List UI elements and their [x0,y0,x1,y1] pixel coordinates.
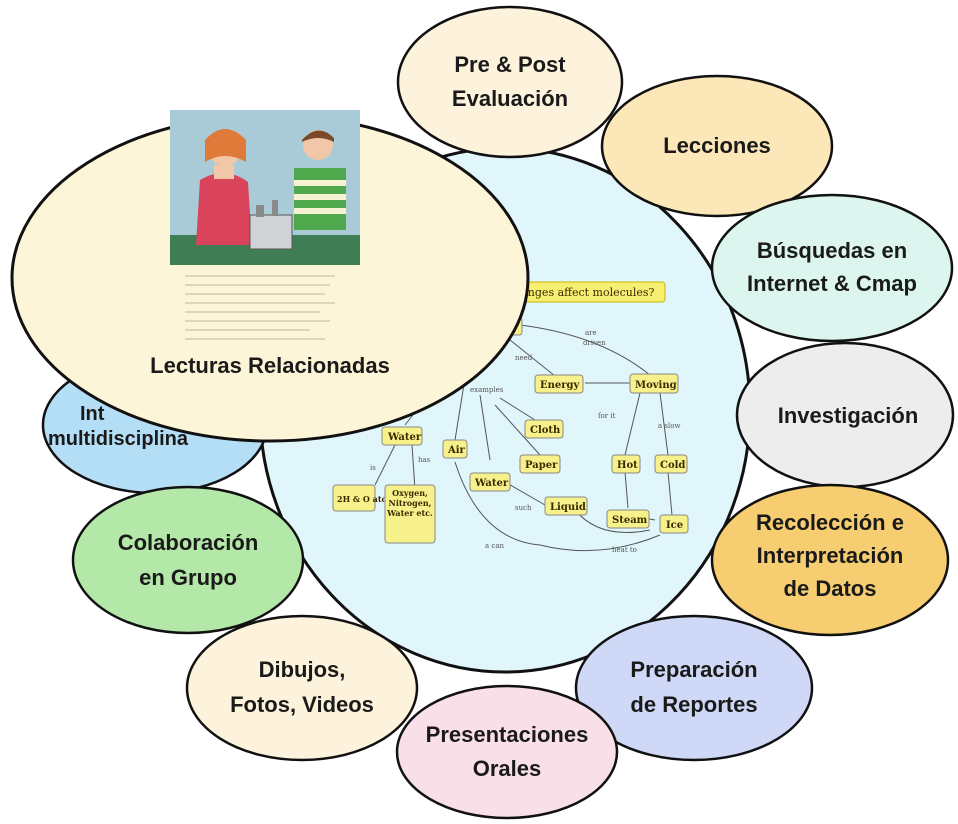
label-line-1: Búsquedas en [757,238,907,263]
link-word: a slow [658,422,680,430]
label-line-2: de Reportes [630,692,757,717]
node-paper: Paper [519,454,561,474]
node-energy: Energy [534,374,584,394]
label-line-1: Pre & Post [454,52,566,77]
svg-text:Water: Water [387,432,422,443]
link-word: has [418,456,431,464]
link-word: driven [583,339,606,347]
svg-text:Moving: Moving [635,380,677,391]
label-line-2: Interpretación [757,543,904,568]
label-line-2: Evaluación [452,86,568,111]
link-word: are [585,329,597,337]
node-cold: Cold [654,454,688,474]
node-water-mid: Water [469,472,511,492]
label-line-1: Dibujos, [259,657,346,682]
link-word: is [370,464,376,472]
node-hot: Hot [611,454,641,474]
link-word: examples [470,386,504,394]
node-h-o-atoms: 2H & O atoms [332,484,400,512]
link-word: need [515,354,533,362]
node-water-left: Water [381,426,423,446]
satellite-preparacion: Preparación de Reportes [574,614,814,762]
label-line-1: Lecturas Relacionadas [150,353,390,378]
concept-map: are driven need examples for it a slow i… [332,281,689,554]
label-line-1: Preparación [630,657,757,682]
label-line-1: Colaboración [118,530,259,555]
svg-text:Liquid: Liquid [550,502,586,513]
label-line-2: Orales [473,756,542,781]
svg-text:Paper: Paper [525,460,558,471]
satellite-lecturas: Lecturas Relacionadas [10,110,530,443]
node-liquid: Liquid [544,496,588,516]
svg-text:Steam: Steam [612,515,648,526]
satellite-dibujos: Dibujos, Fotos, Videos [185,614,419,762]
node-ice: Ice [659,514,689,534]
node-steam: Steam [606,509,650,529]
label-line-1: Recolección e [756,510,904,535]
label-line-2: Internet & Cmap [747,271,917,296]
svg-text:Air: Air [447,445,466,456]
link-word: heat to [612,546,637,554]
label-line-3: de Datos [784,576,877,601]
label-line-1: Investigación [778,403,919,428]
node-moving: Moving [629,373,679,394]
svg-text:changes affect molecules?: changes affect molecules? [508,286,655,299]
node-gases: Oxygen, Nitrogen, Water etc. [384,484,436,544]
svg-text:Hot: Hot [617,460,638,471]
label-line-2: en Grupo [139,565,237,590]
satellite-lecciones: Lecciones [600,74,834,218]
svg-text:Cold: Cold [660,460,685,471]
satellite-busquedas: Búsquedas en Internet & Cmap [710,193,954,343]
node-gases-label: Oxygen, Nitrogen, Water etc. [387,488,433,518]
svg-text:Water: Water [474,478,509,489]
label-line-1: Lecciones [663,133,771,158]
svg-text:Ice: Ice [666,520,683,531]
label-line-1: Presentaciones [426,722,589,747]
label-line-1: Int [80,403,105,425]
label-line-2: Fotos, Videos [230,692,374,717]
satellite-recoleccion: Recolección e Interpretación de Datos [710,483,950,637]
reading-text-lines [185,275,335,340]
node-cloth: Cloth [524,419,564,439]
satellite-pre-post: Pre & Post Evaluación [396,5,624,159]
link-word: a can [485,542,504,550]
svg-text:2H & O atoms: 2H & O atoms [337,494,400,504]
reading-illustration [170,110,360,340]
satellite-presentaciones: Presentaciones Orales [395,684,619,820]
link-word: for it [598,412,616,420]
satellite-investigacion: Investigación [735,341,955,489]
svg-text:Cloth: Cloth [530,425,561,436]
svg-text:Energy: Energy [540,380,581,391]
satellite-colaboracion: Colaboración en Grupo [71,485,305,635]
node-air: Air [442,439,468,459]
label-line-2: multidisciplina [48,428,189,450]
link-word: such [515,504,532,512]
focus-question: changes affect molecules? [499,281,666,303]
